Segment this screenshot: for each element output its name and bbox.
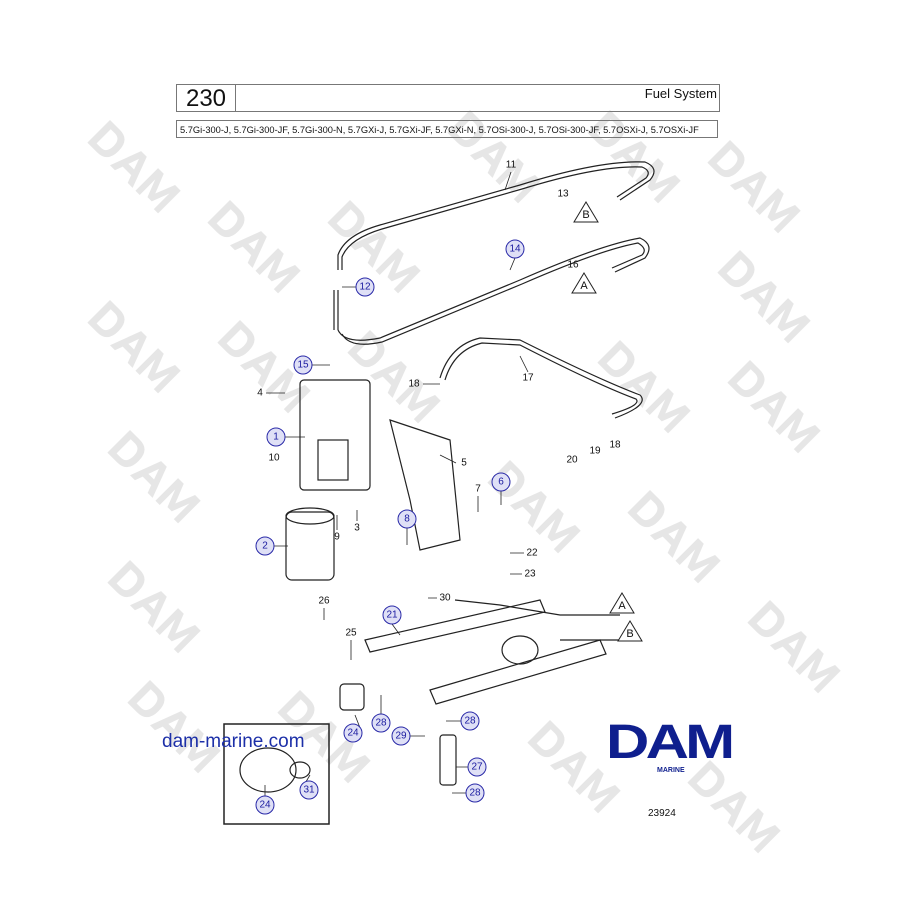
callout-24: 24 xyxy=(343,723,363,743)
inset-regulator-nozzle xyxy=(289,761,311,779)
rail-crossover xyxy=(501,635,539,665)
triangle-icon xyxy=(573,201,599,223)
callout-18: 18 xyxy=(408,378,420,390)
callout-15: 15 xyxy=(293,355,313,375)
fuel-filter-top xyxy=(285,507,335,525)
website-link[interactable]: dam-marine.com xyxy=(162,731,305,752)
callout-8: 8 xyxy=(397,509,417,529)
connector-label: B xyxy=(582,209,590,221)
callout-25: 25 xyxy=(345,627,357,639)
pressure-regulator-24 xyxy=(339,683,365,711)
connector-a-rail: A xyxy=(609,592,635,614)
callout-28: 28 xyxy=(371,713,391,733)
drawing-reference: 23924 xyxy=(648,808,676,819)
page-number: 230 xyxy=(177,85,236,112)
connector-b-rail: B xyxy=(617,620,643,642)
dam-logo: DAM xyxy=(606,716,735,769)
callout-17: 17 xyxy=(522,372,534,384)
callout-28c: 28 xyxy=(465,783,485,803)
fuel-pump-body xyxy=(317,439,349,481)
callout-12: 12 xyxy=(355,277,375,297)
triangle-icon xyxy=(609,592,635,614)
callout-7: 7 xyxy=(475,483,481,495)
inset-regulator xyxy=(239,747,297,793)
callout-2: 2 xyxy=(255,536,275,556)
callout-24b: 24 xyxy=(255,795,275,815)
callout-21: 21 xyxy=(382,605,402,625)
connector-label: A xyxy=(618,600,626,612)
dam-logo-sub: MARINE xyxy=(657,767,685,774)
callout-1: 1 xyxy=(266,427,286,447)
callout-5: 5 xyxy=(461,457,467,469)
callout-11: 11 xyxy=(505,159,517,171)
inset-box xyxy=(223,723,330,825)
fuel-injector-27 xyxy=(439,734,457,786)
fuel-line-12-segment xyxy=(333,290,339,330)
callout-4: 4 xyxy=(257,387,263,399)
callout-10: 10 xyxy=(268,452,280,464)
model-list: 5.7Gi-300-J, 5.7Gi-300-JF, 5.7Gi-300-N, … xyxy=(176,120,718,138)
fuel-filter-housing xyxy=(299,379,371,491)
callout-23: 23 xyxy=(524,568,536,580)
rail-feed-lines xyxy=(454,599,620,641)
callout-19: 19 xyxy=(589,445,601,457)
fuel-line-17-inner xyxy=(444,342,638,415)
callout-14: 14 xyxy=(505,239,525,259)
callout-18b: 18 xyxy=(609,439,621,451)
header-box: 230 Fuel System xyxy=(176,84,720,112)
callout-29: 29 xyxy=(391,726,411,746)
fuel-line-14 xyxy=(337,237,650,341)
connector-b-top: B xyxy=(573,201,599,223)
callout-30: 30 xyxy=(439,592,451,604)
callout-26: 26 xyxy=(318,595,330,607)
callout-22: 22 xyxy=(526,547,538,559)
callout-20: 20 xyxy=(566,454,578,466)
page-title: Fuel System xyxy=(644,86,717,101)
callout-13: 13 xyxy=(557,188,569,200)
fuel-line-14-inner xyxy=(341,242,645,345)
fuel-line-11-inner xyxy=(341,166,649,270)
triangle-icon xyxy=(617,620,643,642)
callout-3: 3 xyxy=(354,522,360,534)
fuel-line-11 xyxy=(337,161,655,270)
callout-6: 6 xyxy=(491,472,511,492)
connector-a-top: A xyxy=(571,272,597,294)
bracket-5 xyxy=(389,419,461,551)
callout-27: 27 xyxy=(467,757,487,777)
fuel-rail-lower xyxy=(429,639,607,705)
leader-lines xyxy=(264,171,529,796)
callout-28b: 28 xyxy=(460,711,480,731)
triangle-icon xyxy=(571,272,597,294)
connector-label: A xyxy=(580,280,588,292)
connector-label: B xyxy=(626,628,634,640)
callout-31: 31 xyxy=(299,780,319,800)
callout-9: 9 xyxy=(334,531,340,543)
callout-16: 16 xyxy=(567,259,579,271)
fuel-line-17 xyxy=(439,337,643,419)
